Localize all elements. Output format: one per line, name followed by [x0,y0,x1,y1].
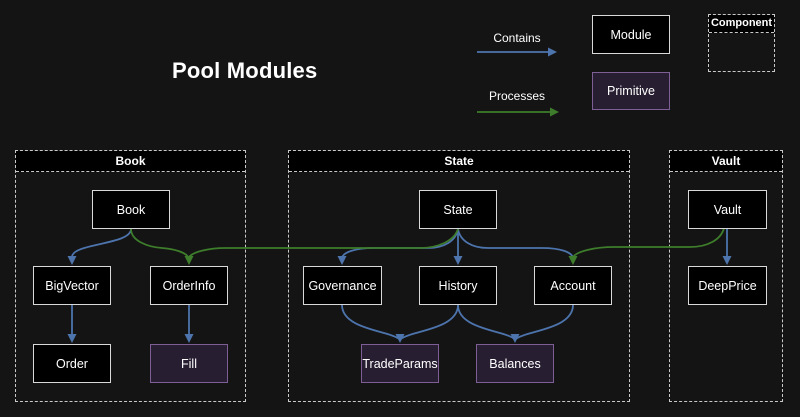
node-tradeparams: TradeParams [361,344,439,383]
edge-state-account [457,228,574,259]
arrowhead-account [568,256,578,265]
legend-contains-label: Contains [493,31,541,45]
container-vault: Vault [669,150,783,402]
edge-state-orderinfo [188,228,459,258]
arrowhead-orderinfo [184,256,194,265]
node-fill: Fill [150,344,228,383]
container-state-header: State [289,151,629,172]
node-book: Book [92,190,170,229]
legend-processes-arrowhead [550,107,559,117]
legend-module-box: Module [592,15,670,54]
container-book-header: Book [16,151,245,172]
node-orderinfo: OrderInfo [150,266,228,305]
arrowhead-tradeparams [395,334,405,343]
edge-history-balances [457,304,515,340]
arrowhead-deepprice [722,256,732,265]
edge-account-balances [515,304,574,340]
edge-state-governance [341,228,459,259]
edge-history-tradeparams [400,304,459,340]
legend-component-label: Component [709,15,774,33]
node-balances: Balances [476,344,554,383]
arrowhead-governance [337,256,347,265]
node-history: History [419,266,497,305]
container-state: State [288,150,630,402]
node-order: Order [33,344,111,383]
arrowhead-balances [510,334,520,343]
node-account: Account [534,266,612,305]
arrowhead-bigvector [67,256,77,265]
legend-contains-arrowhead [548,47,557,57]
legend-processes-label: Processes [488,89,546,103]
edge-vault-account [572,227,725,258]
legend-primitive-box: Primitive [592,72,670,110]
container-vault-header: Vault [670,151,782,172]
arrowhead-order [67,334,77,343]
edge-book-orderinfo [130,228,189,258]
legend-component-box: Component [708,14,775,72]
node-vault: Vault [688,190,767,229]
arrowhead-history [453,256,463,265]
node-deepprice: DeepPrice [688,266,767,305]
node-governance: Governance [303,266,382,305]
edge-governance-tradeparams [341,304,400,340]
edge-book-bigvector [71,228,132,258]
container-book: Book [15,150,246,402]
node-bigvector: BigVector [33,266,111,305]
diagram-title: Pool Modules [172,58,318,83]
arrowhead-fill [184,334,194,343]
node-state: State [419,190,497,229]
